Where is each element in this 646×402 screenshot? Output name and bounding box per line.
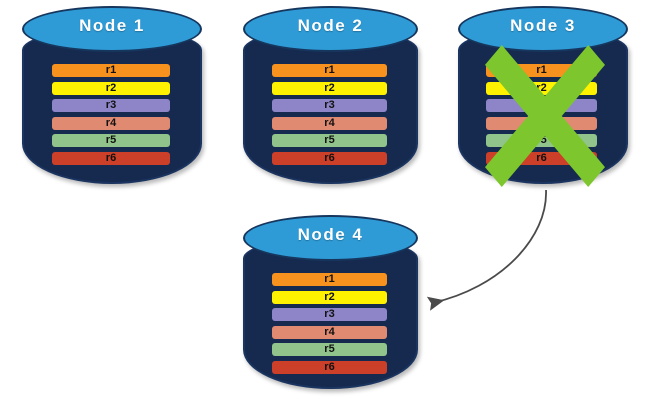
node-3-record-r2[interactable]: r2: [486, 81, 597, 95]
node-3-record-r3[interactable]: r3: [486, 99, 597, 112]
node-4[interactable]: Node 4 r1 r2 r3 r4 r5 r6: [243, 215, 418, 397]
node-4-records: r1 r2 r3 r4 r5 r6: [243, 215, 418, 397]
node-2-record-r2[interactable]: r2: [272, 81, 387, 95]
node-1[interactable]: Node 1 r1 r2 r3 r4 r5 r6: [22, 6, 202, 192]
node-1-records: r1 r2 r3 r4 r5 r6: [22, 6, 202, 192]
node-1-top: [22, 6, 202, 52]
node-2[interactable]: Node 2 r1 r2 r3 r4 r5 r6: [243, 6, 418, 192]
node-3-record-r6[interactable]: r6: [486, 151, 597, 165]
node-3-record-r5[interactable]: r5: [486, 134, 597, 147]
node-3-record-r4[interactable]: r4: [486, 116, 597, 130]
node-1-record-r2[interactable]: r2: [52, 81, 170, 95]
node-2-record-r3[interactable]: r3: [272, 99, 387, 112]
node-2-top: [243, 6, 418, 52]
node-4-record-r4[interactable]: r4: [272, 325, 387, 339]
node-4-record-r6[interactable]: r6: [272, 360, 387, 374]
node-2-record-r6[interactable]: r6: [272, 151, 387, 165]
node-4-record-r3[interactable]: r3: [272, 308, 387, 321]
node-3[interactable]: Node 3 r1 r2 r3 r4 r5 r6: [458, 6, 628, 192]
node-2-record-r5[interactable]: r5: [272, 134, 387, 147]
node-2-label: Node 2: [297, 16, 364, 35]
node-1-record-r1[interactable]: r1: [52, 64, 170, 77]
node-4-label: Node 4: [297, 225, 364, 244]
node-3-label: Node 3: [510, 16, 576, 35]
node-1-label: Node 1: [79, 16, 145, 35]
node-3-record-r1[interactable]: r1: [486, 64, 597, 77]
node-1-record-r3[interactable]: r3: [52, 99, 170, 112]
node-1-record-r6[interactable]: r6: [52, 151, 170, 165]
node-4-record-r1[interactable]: r1: [272, 273, 387, 286]
node-2-records: r1 r2 r3 r4 r5 r6: [243, 6, 418, 192]
node-2-record-r1[interactable]: r1: [272, 64, 387, 77]
node-2-record-r4[interactable]: r4: [272, 116, 387, 130]
node-1-record-r5[interactable]: r5: [52, 134, 170, 147]
node-1-record-r4[interactable]: r4: [52, 116, 170, 130]
node-4-record-r5[interactable]: r5: [272, 343, 387, 356]
node-4-record-r2[interactable]: r2: [272, 290, 387, 304]
node-4-top: [243, 215, 418, 261]
